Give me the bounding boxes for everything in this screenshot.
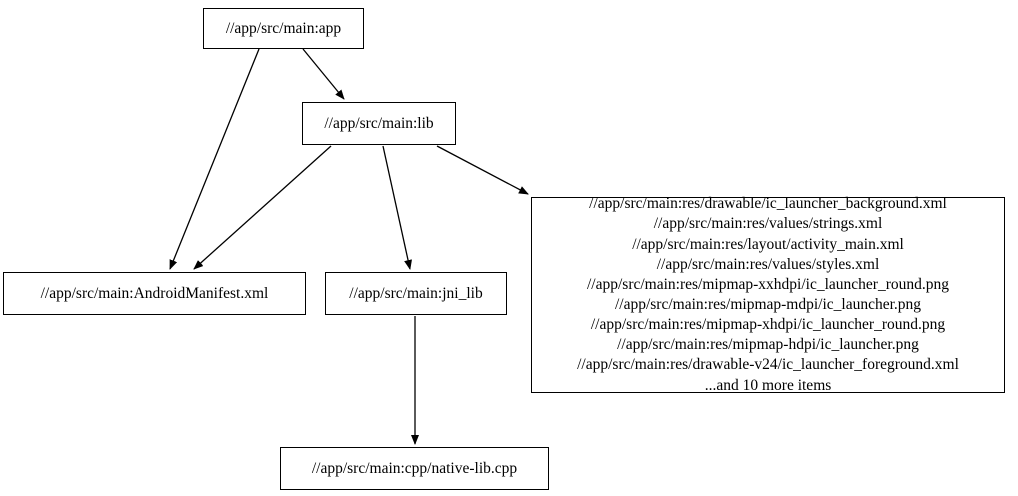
node-jni-lib-label: //app/src/main:jni_lib — [349, 284, 483, 302]
node-app[interactable]: //app/src/main:app — [203, 8, 364, 49]
node-android-manifest-label: //app/src/main:AndroidManifest.xml — [40, 284, 269, 302]
node-res-group[interactable]: //app/src/main:res/drawable/ic_launcher_… — [531, 195, 1005, 394]
node-android-manifest[interactable]: //app/src/main:AndroidManifest.xml — [3, 272, 306, 315]
edge-lib-to-manifest — [193, 145, 332, 270]
node-lib-label: //app/src/main:lib — [324, 114, 434, 132]
node-app-label: //app/src/main:app — [225, 19, 342, 37]
node-jni-lib[interactable]: //app/src/main:jni_lib — [325, 272, 507, 315]
edge-lib-to-res — [436, 145, 529, 195]
node-lib[interactable]: //app/src/main:lib — [302, 102, 456, 145]
node-res-group-label: //app/src/main:res/drawable/ic_launcher_… — [577, 195, 959, 394]
edge-app-to-lib — [302, 48, 345, 100]
edge-app-to-manifest — [169, 48, 260, 270]
node-native-lib-cpp[interactable]: //app/src/main:cpp/native-lib.cpp — [280, 447, 549, 490]
edge-lib-to-jni-lib — [382, 145, 412, 270]
node-native-lib-cpp-label: //app/src/main:cpp/native-lib.cpp — [311, 459, 518, 477]
